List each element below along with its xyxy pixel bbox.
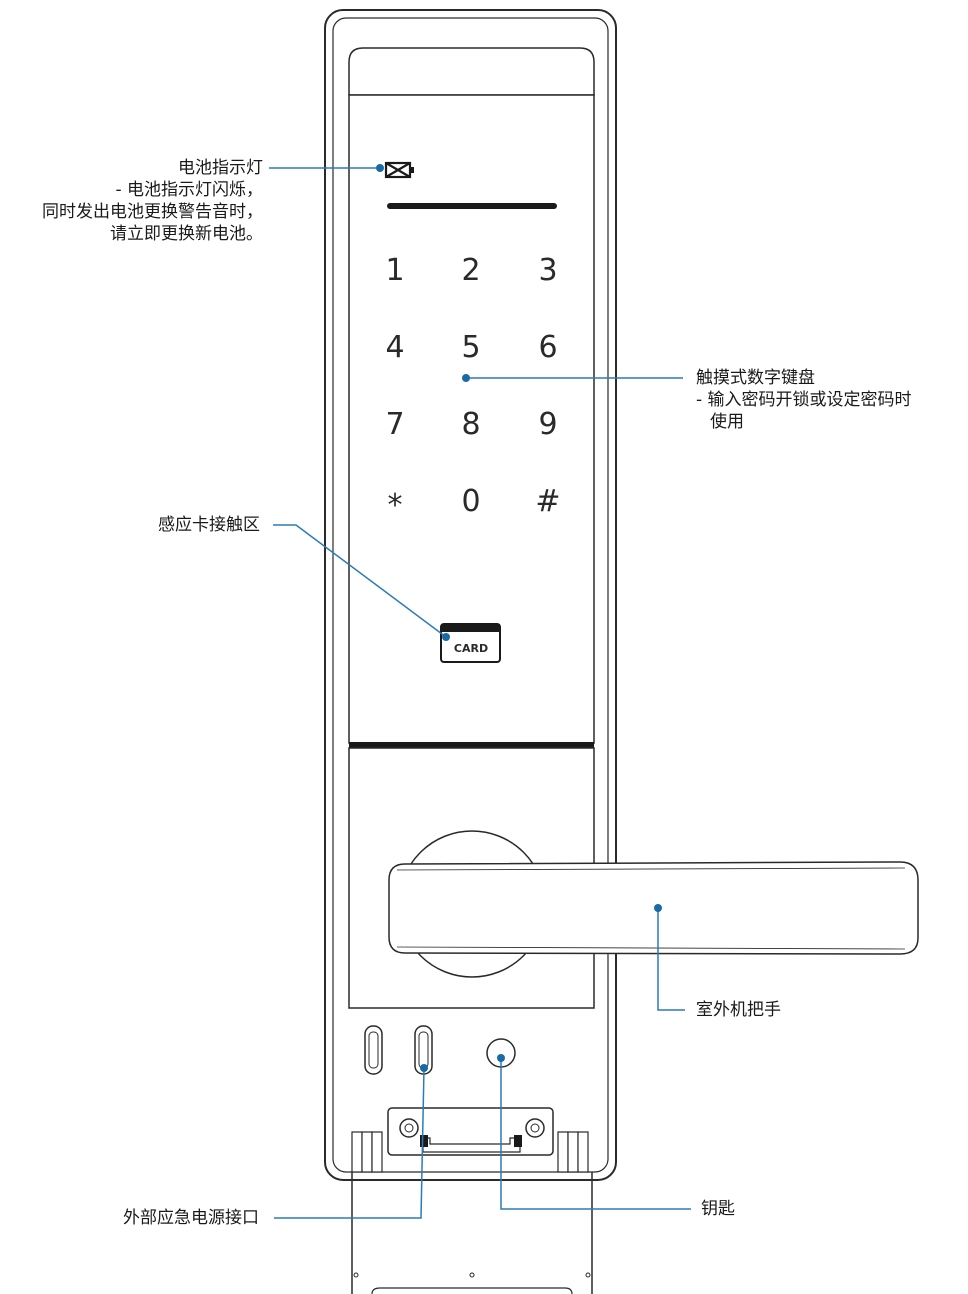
leader-handle (657, 908, 685, 1011)
power-slot-left (364, 1025, 383, 1075)
status-bar (387, 203, 557, 209)
keypad-keys[interactable]: 1 2 3 4 5 6 7 8 9 * 0 # (385, 253, 560, 523)
callout-keypad-title: 触摸式数字键盘 (696, 368, 815, 388)
leader-card (273, 524, 447, 638)
leader-dot-card (442, 633, 450, 641)
callout-key: 钥匙 (701, 1198, 735, 1220)
battery-indicator-icon (384, 161, 414, 179)
callout-key-title: 钥匙 (701, 1199, 735, 1219)
keypad-key-6[interactable]: 6 (538, 330, 557, 365)
extension-bottom-curve (371, 1287, 573, 1294)
hinge-screw-left-inner (404, 1123, 414, 1133)
callout-battery-desc1: - 电池指示灯闪烁， (115, 180, 263, 200)
extension-hole-center (469, 1272, 475, 1278)
leader-dot-battery (376, 164, 384, 172)
callout-battery-title: 电池指示灯 (178, 158, 263, 178)
hinge-latch (422, 1137, 521, 1153)
keypad-key-2[interactable]: 2 (461, 253, 480, 288)
keypad-panel-bottom-edge (349, 742, 594, 748)
leader-key (500, 1058, 691, 1210)
leader-dot-handle (654, 904, 662, 912)
extension-hole-left (353, 1272, 359, 1278)
hinge-screw-right-inner (530, 1123, 540, 1133)
keypad-key-0[interactable]: 0 (461, 484, 480, 519)
power-slot-left-inner (368, 1031, 379, 1069)
leader-dot-keypad (462, 374, 470, 382)
callout-battery-desc3: 请立即更换新电池。 (110, 224, 263, 244)
keypad-key-9[interactable]: 9 (538, 407, 557, 442)
card-label: CARD (454, 642, 488, 655)
callout-card-title: 感应卡接触区 (158, 515, 260, 535)
callout-keypad-desc2: 使用 (710, 412, 744, 432)
callout-handle-title: 室外机把手 (696, 1000, 781, 1020)
keypad-key-hash[interactable]: # (535, 484, 560, 519)
lower-extension (351, 1172, 593, 1294)
side-fins-right (557, 1131, 589, 1173)
keypad-key-4[interactable]: 4 (385, 330, 404, 365)
callout-keypad: 触摸式数字键盘 - 输入密码开锁或设定密码时 使用 (696, 367, 912, 433)
leader-power (274, 1067, 425, 1219)
leader-dot-power (420, 1064, 428, 1072)
side-fins-left (351, 1131, 383, 1173)
lock-top-cap (348, 47, 595, 96)
callout-handle: 室外机把手 (696, 999, 781, 1021)
callout-power-title: 外部应急电源接口 (123, 1208, 259, 1228)
callout-card: 感应卡接触区 (158, 514, 260, 536)
handle-highlight-bottom (396, 946, 906, 950)
keypad-key-7[interactable]: 7 (385, 407, 404, 442)
hinge-latch-clip-left (420, 1135, 428, 1147)
leader-dots (376, 164, 662, 1072)
card-reader-icon[interactable]: CARD (440, 623, 501, 663)
keypad-key-1[interactable]: 1 (385, 253, 404, 288)
keypad-key-8[interactable]: 8 (461, 407, 480, 442)
hinge-screw-left (399, 1118, 419, 1138)
callout-power: 外部应急电源接口 (123, 1207, 259, 1229)
hinge-latch-clip-right (514, 1135, 522, 1147)
callout-battery-desc2: 同时发出电池更换警告音时， (42, 202, 263, 222)
keypad-key-3[interactable]: 3 (538, 253, 557, 288)
callout-battery: 电池指示灯 - 电池指示灯闪烁， 同时发出电池更换警告音时， 请立即更换新电池。 (42, 157, 263, 245)
keypad-key-star[interactable]: * (388, 488, 403, 523)
leader-lines (269, 167, 691, 1219)
keypad-key-5[interactable]: 5 (461, 330, 480, 365)
hinge-screw-right (525, 1118, 545, 1138)
callout-keypad-desc1: - 输入密码开锁或设定密码时 (696, 390, 912, 410)
extension-hole-right (585, 1272, 591, 1278)
lock-inner-body (332, 17, 609, 1173)
handle-highlight-top (396, 867, 906, 871)
outdoor-handle[interactable] (388, 861, 919, 955)
leader-dot-key (497, 1054, 505, 1062)
